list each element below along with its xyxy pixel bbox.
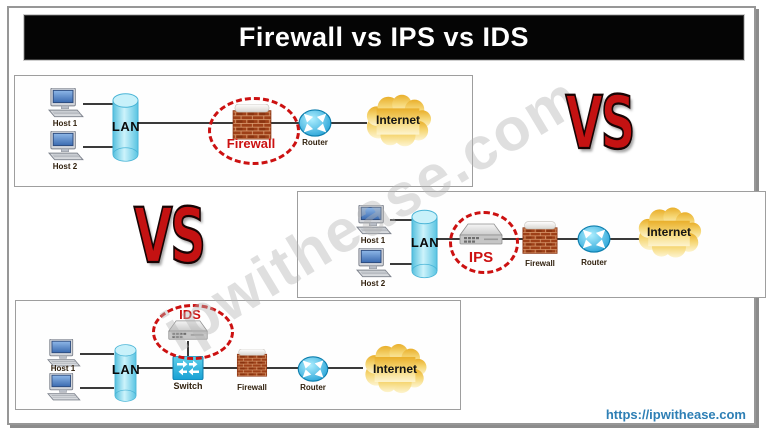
router-icon — [577, 225, 611, 253]
ips-red-label: IPS — [468, 249, 494, 266]
diagram-firewall-panel: Host 1 Host 2 LAN Firewall Router Intern… — [14, 75, 473, 187]
host2-label: Host 2 — [360, 279, 386, 288]
vs-text-left: VS — [133, 192, 207, 282]
ids-appliance-icon — [166, 320, 210, 342]
host-computer-icon — [46, 131, 84, 163]
internet-label: Internet — [646, 225, 691, 239]
host1-label: Host 1 — [52, 119, 78, 128]
site-link[interactable]: https://ipwithease.com — [605, 407, 746, 422]
lan-label: LAN — [410, 235, 440, 250]
host1-label: Host 1 — [360, 236, 386, 245]
host-computer-icon — [45, 373, 81, 403]
vs-text-top: VS — [565, 78, 636, 167]
title-bar: Firewall vs IPS vs IDS — [24, 15, 744, 60]
firewall-icon — [522, 219, 558, 257]
firewall-label: Firewall — [525, 259, 555, 268]
router-label: Router — [581, 258, 607, 267]
host2-label: Host 2 — [52, 162, 78, 171]
lan-label: LAN — [111, 119, 141, 134]
firewall-icon — [232, 349, 272, 377]
router-icon — [297, 356, 329, 382]
connection-line — [80, 387, 114, 389]
host-computer-icon — [354, 205, 392, 237]
router-icon — [298, 109, 332, 137]
firewall-icon — [231, 104, 273, 140]
connection-line — [80, 353, 114, 355]
host-computer-icon — [354, 248, 392, 280]
firewall-label: Firewall — [237, 383, 267, 392]
diagram-ips-panel: Host 1 Host 2 LAN IPS Firewall Router In… — [297, 191, 766, 298]
host-computer-icon — [46, 88, 84, 120]
diagram-ids-panel: IDS Host 1 LAN Switch Firewall Router In… — [15, 300, 461, 410]
lan-label: LAN — [111, 362, 141, 377]
ips-appliance-icon — [458, 223, 504, 247]
page-title: Firewall vs IPS vs IDS — [238, 22, 530, 52]
internet-label: Internet — [372, 362, 417, 376]
firewall-red-label: Firewall — [226, 136, 276, 151]
switch-label: Switch — [173, 381, 203, 391]
internet-label: Internet — [375, 113, 420, 127]
router-label: Router — [300, 383, 326, 392]
